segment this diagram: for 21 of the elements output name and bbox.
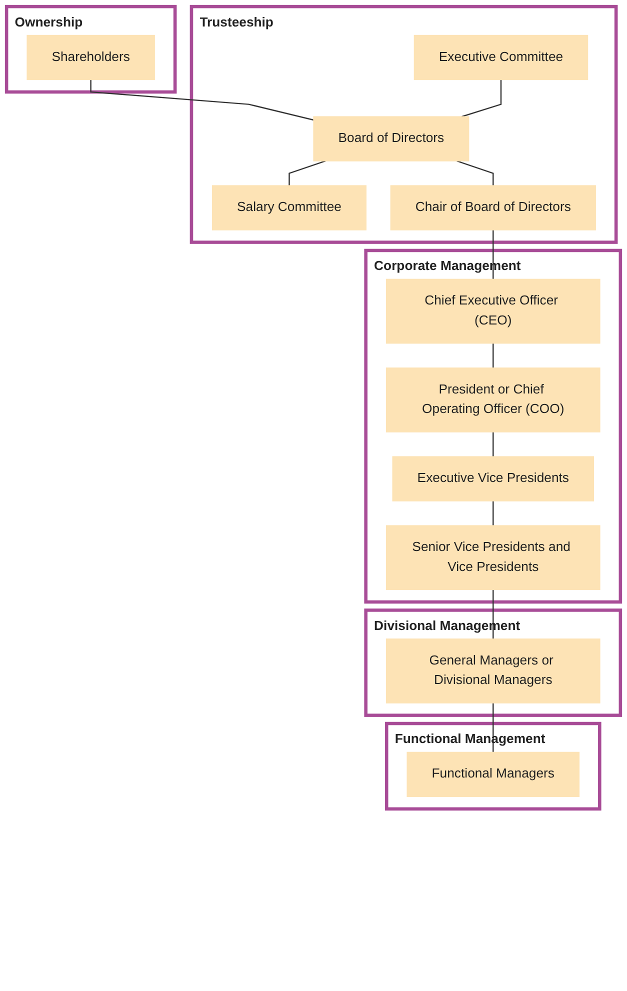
connector	[492, 702, 494, 752]
connector	[288, 160, 326, 186]
connector	[456, 160, 494, 186]
node-box: General Managers or Divisional Managers	[386, 638, 600, 704]
connector	[492, 230, 494, 280]
connector	[492, 500, 494, 526]
node-box: Senior Vice Presidents and Vice Presidents	[386, 525, 600, 590]
connector	[492, 432, 494, 457]
node-box: Chief Executive Officer (CEO)	[386, 278, 600, 344]
connector	[492, 343, 494, 368]
node-box: Board of Directors	[313, 116, 470, 162]
node-box: Executive Committee	[414, 34, 588, 80]
node-box: President or Chief Operating Officer (COO)	[386, 368, 600, 432]
connector	[492, 590, 494, 639]
node-box: Chair of Board of Directors	[390, 185, 596, 230]
node-box: Functional Managers	[406, 752, 580, 798]
node-box: Shareholders	[26, 34, 155, 80]
connector	[90, 80, 314, 121]
connector	[462, 80, 502, 118]
node-box: Salary Committee	[212, 185, 366, 230]
node-box: Executive Vice Presidents	[392, 456, 594, 502]
